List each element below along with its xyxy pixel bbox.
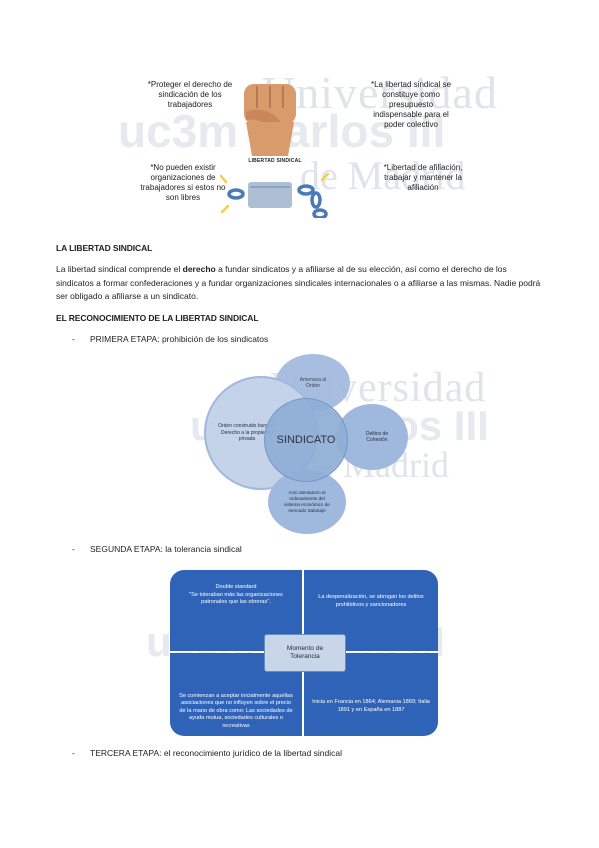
- matrix-center-box: Momento de Tolerancia: [264, 634, 346, 672]
- bold-derecho: derecho: [182, 264, 216, 274]
- circle-right: Delitos de Cohesión: [336, 404, 408, 470]
- watermark-line1: Universidad: [262, 67, 498, 118]
- bullet-dash: -: [72, 544, 75, 554]
- hero-text-bottom-right: *Libertad de afiliación, trabajar y mant…: [383, 163, 463, 192]
- raised-fist-broken-chain-illustration: [219, 84, 330, 218]
- section-paragraph-libertad-sindical: La libertad sindical comprende el derech…: [56, 264, 541, 301]
- hero-text-top-right: *La libertad sindical se constituye como…: [370, 80, 452, 129]
- bullet-dash: -: [72, 334, 75, 344]
- circle-center: SINDICATO: [264, 398, 348, 482]
- finger-lines: [256, 86, 284, 108]
- quadrant-top-left-body: "Se toleraban más las organizaciones pat…: [189, 591, 283, 606]
- shackle-cuff: [248, 182, 292, 208]
- section-heading-reconocimiento: EL RECONOCIMIENTO DE LA LIBERTAD SINDICA…: [56, 313, 259, 323]
- hero-caption: LIBERTAD SINDICAL: [248, 158, 302, 164]
- break-sparks: [219, 172, 330, 214]
- tolerance-matrix: Double standard "Se toleraban más las or…: [170, 570, 438, 736]
- section-heading-libertad-sindical: LA LIBERTAD SINDICAL: [56, 243, 153, 253]
- broken-chain: [227, 184, 328, 218]
- bullet-dash: -: [72, 748, 75, 758]
- quadrant-top-left-title: Double standard: [215, 584, 257, 590]
- hero-text-bottom-left: *No pueden existir organizaciones de tra…: [140, 163, 226, 202]
- circle-bottom: Acto atentatorio al ordenamiento del sis…: [268, 470, 346, 534]
- hero-text-top-left: *Proteger el derecho de sindicación de l…: [147, 80, 233, 109]
- forearm: [246, 122, 294, 156]
